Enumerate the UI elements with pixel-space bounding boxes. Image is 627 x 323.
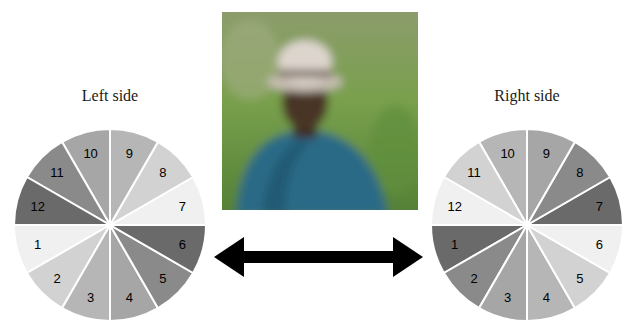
segment-number: 8: [576, 165, 583, 180]
segment-label-box: 5: [159, 269, 166, 287]
segment-label-box: 11: [50, 163, 64, 181]
segment-number: 6: [596, 237, 603, 252]
segment-number: 4: [126, 290, 133, 305]
segment-label-box: 6: [596, 235, 603, 253]
wheel-segment: [431, 177, 527, 225]
segment-number: 3: [504, 290, 511, 305]
segment-label-box: 5: [576, 269, 583, 287]
segment-label-box: 6: [179, 235, 186, 253]
segment-number: 5: [576, 271, 583, 286]
segment-label-box: 10: [83, 144, 97, 162]
segment-number: 11: [50, 165, 64, 180]
segment-label-box: 7: [596, 197, 603, 215]
segment-number: 1: [451, 237, 458, 252]
segment-number: 5: [159, 271, 166, 286]
segment-label-box: 12: [30, 197, 44, 215]
segment-label-box: 3: [87, 288, 94, 306]
segment-label-box: 9: [126, 144, 133, 162]
side-heading: Right side: [431, 86, 623, 106]
wheel-segment: [527, 225, 623, 273]
segment-number: 2: [53, 271, 60, 286]
segment-label-box: 8: [576, 163, 583, 181]
side-heading: Left side: [14, 86, 206, 106]
segment-label-box: 11: [467, 163, 481, 181]
segment-label-box: 3: [504, 288, 511, 306]
segment-number: 12: [30, 199, 44, 214]
segment-label-box: 9: [543, 144, 550, 162]
segment-number: 4: [543, 290, 550, 305]
segment-number: 7: [179, 199, 186, 214]
segment-number: 1: [34, 237, 41, 252]
wheel-segment: [110, 129, 158, 225]
segment-label-box: 7: [179, 197, 186, 215]
segment-label-box: 1: [34, 235, 41, 253]
segment-label-box: 2: [470, 269, 477, 287]
wheel-segment: [527, 129, 575, 225]
segment-number: 12: [447, 199, 461, 214]
wheel-segment: [14, 177, 110, 225]
wheel-chart: Right side123456789101112: [431, 86, 623, 321]
segment-number: 9: [543, 146, 550, 161]
segment-label-box: 4: [126, 288, 133, 306]
segment-label-box: 4: [543, 288, 550, 306]
wheel-segment: [110, 225, 206, 273]
segment-number: 11: [467, 165, 481, 180]
segment-label-box: 8: [159, 163, 166, 181]
wheel-segment: [479, 225, 527, 321]
segment-number: 2: [470, 271, 477, 286]
wheel-segment: [62, 225, 110, 321]
segment-number: 6: [179, 237, 186, 252]
segment-number: 7: [596, 199, 603, 214]
wheel-chart: Left side123456789101112: [14, 86, 206, 321]
segment-number: 10: [83, 146, 97, 161]
segment-number: 10: [500, 146, 514, 161]
segment-number: 3: [87, 290, 94, 305]
segment-number: 9: [126, 146, 133, 161]
double-arrow: [214, 237, 423, 277]
segment-label-box: 1: [451, 235, 458, 253]
segment-label-box: 12: [447, 197, 461, 215]
segment-number: 8: [159, 165, 166, 180]
segment-label-box: 2: [53, 269, 60, 287]
segment-label-box: 10: [500, 144, 514, 162]
